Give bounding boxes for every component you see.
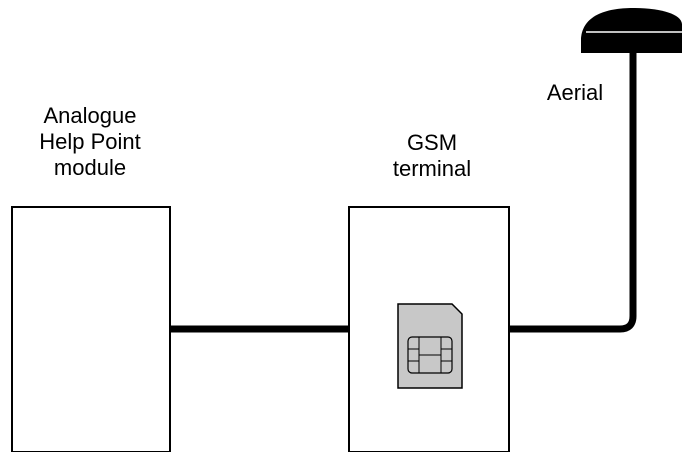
module-label-line-3: module	[53, 155, 127, 180]
aerial-icon	[581, 8, 682, 53]
gsm-label-line-2: terminal	[392, 156, 472, 181]
aerial-label-text: Aerial	[546, 80, 604, 105]
module-label-line-1: Analogue	[43, 103, 137, 128]
aerial-label: Aerial	[535, 80, 615, 106]
module-label-line-2: Help Point	[39, 129, 141, 154]
help-point-module-box	[11, 206, 171, 452]
terminal-to-aerial-cable	[509, 50, 637, 333]
gsm-terminal-label: GSM terminal	[352, 130, 512, 182]
gsm-label-line-1: GSM	[406, 130, 458, 155]
help-point-module-label: Analogue Help Point module	[10, 103, 170, 181]
sim-card-icon	[397, 303, 463, 389]
